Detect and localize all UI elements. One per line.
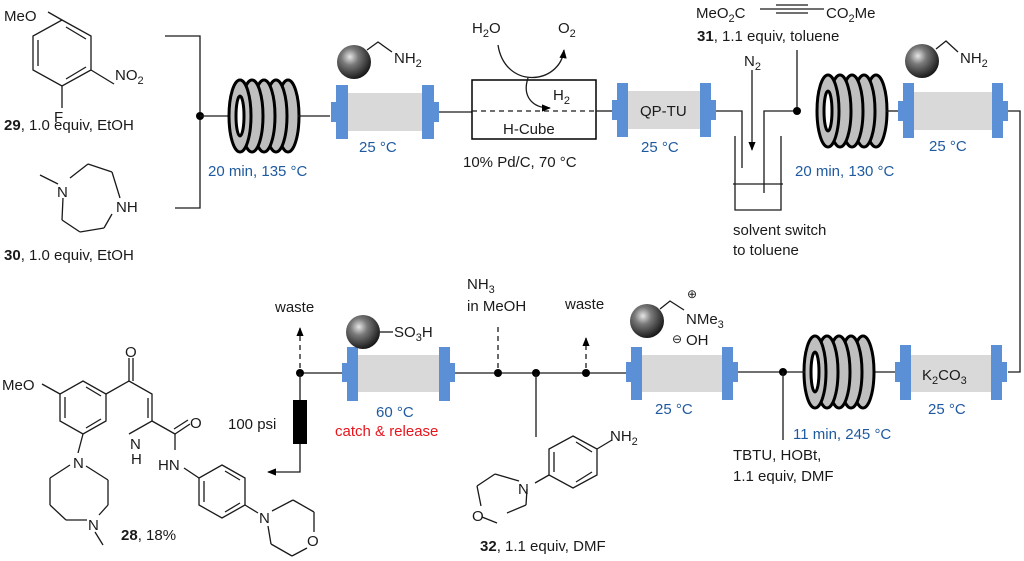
reagent-29-fluoro: F <box>54 109 63 126</box>
reagent-30-label: 30, 1.0 equiv, EtOH <box>4 247 134 264</box>
bpr-label: 100 psi <box>228 416 276 433</box>
solvent-switch-line-1: solvent switch <box>733 222 826 239</box>
reagent-30-n: N <box>57 184 68 201</box>
oxygen-label: O2 <box>558 20 576 40</box>
qp-tu-label: QP-TU <box>640 103 687 120</box>
connector-down <box>1008 110 1021 373</box>
reagent-32-label: 32, 1.1 equiv, DMF <box>480 538 606 555</box>
reagent-29-methoxy: MeO <box>4 8 37 25</box>
ammonium-group: NMe3 <box>686 311 724 331</box>
coil-1-conditions: 20 min, 135 °C <box>208 163 308 180</box>
product-ring-h: H <box>131 451 142 468</box>
coil-2-conditions: 20 min, 130 °C <box>795 163 895 180</box>
reagent-31-mixing-point <box>793 107 801 115</box>
waste-2-junction <box>582 369 590 377</box>
resin-bead-icon <box>337 45 371 79</box>
column-1-temp: 25 °C <box>359 139 397 156</box>
product-label: 28, 18% <box>121 527 176 544</box>
water-label: H2O <box>472 20 501 40</box>
reagent-31-label: 31, 1.1 equiv, toluene <box>697 28 839 45</box>
water-split-arrow <box>497 44 567 79</box>
product-morpholine-n: N <box>259 510 270 527</box>
product-ring-n: N <box>130 436 141 453</box>
merge-bracket <box>165 35 201 209</box>
column-1-resin-group: NH2 <box>394 50 422 70</box>
resin-bead-icon <box>905 44 939 78</box>
coupling-reagents-line-2: 1.1 equiv, DMF <box>733 468 834 485</box>
qp-tu-temp: 25 °C <box>641 139 679 156</box>
solvent-switch-line-2: to toluene <box>733 242 799 259</box>
reagent-30-nh: NH <box>116 199 138 216</box>
product-morpholine-o: O <box>307 533 319 550</box>
column-sulfonic-acid <box>342 347 455 401</box>
k2co3-temp: 25 °C <box>928 401 966 418</box>
column-2-resin-group: NH2 <box>960 50 988 70</box>
column-amine-1 <box>331 85 439 139</box>
product-diazepane-n2: N <box>88 517 99 534</box>
product-diazepane-n1: N <box>73 455 84 472</box>
back-pressure-regulator <box>293 400 307 444</box>
product-methoxy: MeO <box>2 377 35 394</box>
product-amide-nh: HN <box>158 457 180 474</box>
k2co3-label: K2CO3 <box>922 367 967 387</box>
h-cube-label: H-Cube <box>503 121 555 138</box>
resin-bead-icon <box>630 304 664 338</box>
waste-2-label: waste <box>564 296 604 313</box>
coupling-reagents-line-1: TBTU, HOBt, <box>733 447 821 464</box>
negative-charge: ⊖ <box>672 332 682 346</box>
coil-reactor-2 <box>815 73 889 149</box>
reagent-29-nitro: NO2 <box>115 67 144 87</box>
ammonia-junction <box>494 369 502 377</box>
coil-reactor-1 <box>227 78 301 154</box>
resin-bead-icon <box>346 315 380 349</box>
reagent-30-structure: N NH <box>39 163 138 233</box>
nitrogen-label: N2 <box>744 53 761 73</box>
solvent-switch-vessel <box>716 70 795 211</box>
so3h-column-temp: 60 °C <box>376 404 414 421</box>
alkyne-bond <box>760 4 824 14</box>
column-k2co3 <box>895 345 1007 400</box>
reagent-29-label: 29, 1.0 equiv, EtOH <box>4 117 134 134</box>
h2-arrow <box>525 77 551 112</box>
hydroxide-anion: OH <box>686 332 709 349</box>
reagent-32-nh2: NH2 <box>610 428 638 448</box>
product-outlet-arrow <box>267 444 301 476</box>
h-cube-box <box>471 79 597 140</box>
sulfonic-acid-group: SO3H <box>394 324 433 344</box>
ammonia-label-line-1: NH3 <box>467 276 495 296</box>
catch-release-label: catch & release <box>335 423 438 440</box>
product-ketone-o: O <box>125 344 137 361</box>
hydroxide-column-temp: 25 °C <box>655 401 693 418</box>
reagent-31-left: MeO2C <box>696 5 746 25</box>
positive-charge: ⊕ <box>687 287 697 301</box>
coil-reactor-3 <box>802 334 876 410</box>
h-cube-conditions: 10% Pd/C, 70 °C <box>463 154 577 171</box>
column-amine-2 <box>898 83 1008 138</box>
column-qp-tu <box>612 83 716 137</box>
reagent-32-structure: N O NH2 <box>472 428 638 525</box>
reagent-32-n: N <box>518 481 529 498</box>
reagent-31-right: CO2Me <box>826 5 875 25</box>
coil-3-conditions: 11 min, 245 °C <box>793 426 891 443</box>
column-hydroxide <box>626 347 738 400</box>
reagent-29-structure: MeO NO2 F <box>4 8 144 126</box>
column-2-temp: 25 °C <box>929 138 967 155</box>
waste-1-label: waste <box>274 299 314 316</box>
h-cube-h2: H2 <box>553 87 570 107</box>
ammonia-label-line-2: in MeOH <box>467 298 526 315</box>
product-28-structure: O MeO N H O HN N N N O <box>2 344 319 557</box>
reagent-32-o: O <box>472 508 484 525</box>
product-amide-o: O <box>190 415 202 432</box>
